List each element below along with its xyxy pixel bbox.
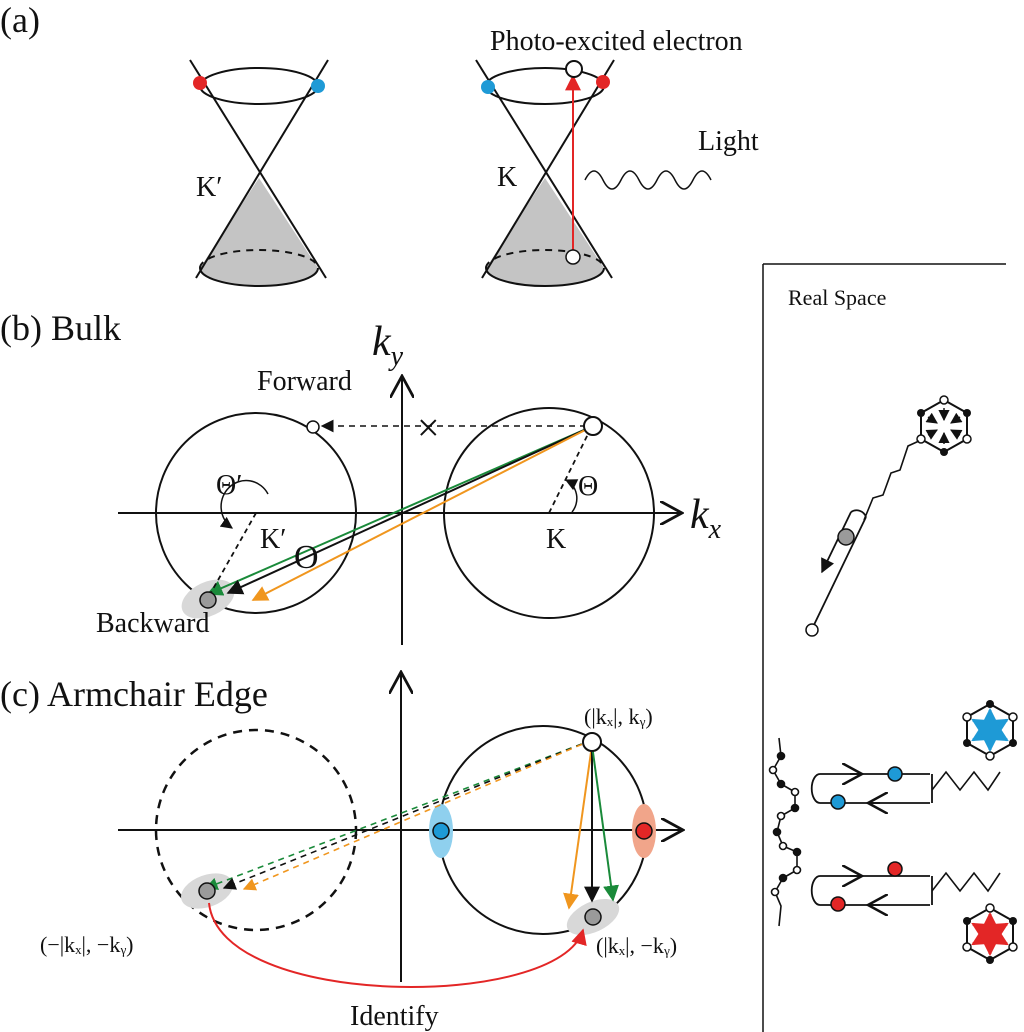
photo-excited-electron xyxy=(565,60,583,78)
left-gray-point xyxy=(198,882,216,900)
theta-prime-arc xyxy=(219,479,269,529)
light-wave xyxy=(584,170,712,190)
zigzag-photon xyxy=(863,440,920,521)
blue-electron-dot xyxy=(481,80,495,94)
panel-b: (b) Bulk ky kx × Forward Backward Θ′ Θ K… xyxy=(0,308,722,645)
photo-excited-label: Photo-excited electron xyxy=(490,26,743,57)
blue-electron-dot xyxy=(311,79,325,93)
blue-edge-loop xyxy=(810,767,1001,809)
red-edge-loop xyxy=(810,861,1001,911)
black-dashed-arrow xyxy=(222,739,593,890)
k-radius-dashed xyxy=(548,427,592,514)
red-edge-state xyxy=(635,822,653,840)
k-circle xyxy=(443,407,655,619)
armchair-edge xyxy=(768,737,802,927)
orange-scatter-arrow xyxy=(251,425,594,601)
theta-label: Θ xyxy=(578,471,598,502)
k-prime-circle xyxy=(155,412,357,614)
cone-k-prime xyxy=(189,59,329,287)
red-electron-dot xyxy=(596,75,610,89)
circle-mark-label: O xyxy=(294,539,319,576)
green-dashed-arrow xyxy=(204,739,593,890)
identify-label: Identify xyxy=(350,1001,439,1032)
backward-point xyxy=(199,591,217,609)
blue-edge-state xyxy=(432,822,450,840)
kp-point-label: K′ xyxy=(260,524,286,555)
forward-point xyxy=(306,420,320,434)
hexagon-blue xyxy=(962,700,1018,761)
panel-c: (c) Armchair Edge (|kₓ|, kᵧ) (−|kₓ|, −kᵧ… xyxy=(0,672,683,1032)
real-space-title: Real Space xyxy=(788,285,886,310)
red-electron-dot xyxy=(193,76,207,90)
hole-dot xyxy=(565,249,581,265)
panel-a-label: (a) xyxy=(0,0,40,40)
real-space-panel: Real Space xyxy=(762,263,1018,1032)
electron-trajectory xyxy=(805,509,867,637)
top-point-label: (|kₓ|, kᵧ) xyxy=(584,704,653,729)
top-point xyxy=(582,732,602,752)
dashed-k-prime-circle xyxy=(154,728,358,932)
kp-label: K′ xyxy=(196,172,222,203)
right-point-label: (|kₓ|, −kᵧ) xyxy=(596,933,677,958)
hexagon-bulk xyxy=(916,395,972,456)
green-arrow-c xyxy=(591,744,619,902)
right-gray-point xyxy=(584,908,602,926)
theta-arc xyxy=(564,479,579,513)
k-point-label: K xyxy=(546,524,566,555)
left-point-label: (−|kₓ|, −kᵧ) xyxy=(40,932,134,957)
orange-dashed-arrow xyxy=(242,739,593,891)
k-label: K xyxy=(497,162,517,193)
green-scatter-arrow xyxy=(206,425,594,596)
initial-state-point xyxy=(583,416,603,436)
backward-label: Backward xyxy=(96,608,210,639)
kp-radius-dashed xyxy=(208,512,257,597)
orange-arrow-c xyxy=(563,744,593,910)
theta-prime-label: Θ′ xyxy=(216,470,242,501)
forward-label: Forward xyxy=(257,366,352,397)
forbidden-cross: × xyxy=(417,405,440,450)
identify-arrow xyxy=(208,902,587,988)
light-label: Light xyxy=(698,126,759,157)
black-scatter-arrow xyxy=(226,425,594,595)
panel-a: (a) K′ Photo-excited electron Li xyxy=(0,0,759,287)
hexagon-red xyxy=(962,903,1018,964)
panel-b-label: (b) Bulk xyxy=(0,308,121,348)
kx-axis-label: kx xyxy=(690,492,722,545)
panel-c-label: (c) Armchair Edge xyxy=(0,674,268,714)
ky-axis-label: ky xyxy=(372,319,404,372)
